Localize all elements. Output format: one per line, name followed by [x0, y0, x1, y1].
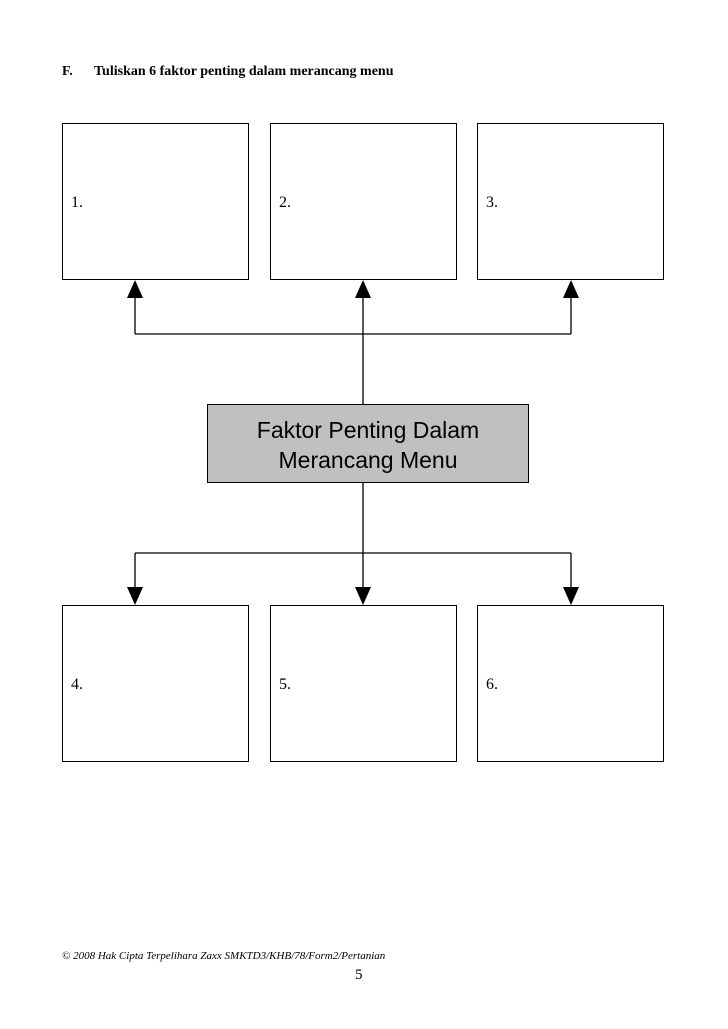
page-number: 5 — [355, 967, 363, 983]
answer-box-label: 1. — [71, 194, 83, 211]
section-heading: F. Tuliskan 6 faktor penting dalam meranc… — [62, 64, 394, 80]
central-topic-line-1: Faktor Penting Dalam — [256, 417, 480, 443]
arrow-up-2 — [355, 280, 371, 298]
answer-box-6: 6. — [477, 605, 664, 762]
central-topic-box: Faktor Penting Dalam Merancang Menu — [207, 404, 529, 483]
section-letter: F. — [62, 64, 73, 79]
arrow-up-3 — [563, 280, 579, 298]
arrow-down-4 — [127, 587, 143, 605]
answer-box-label: 3. — [486, 194, 498, 211]
answer-box-label: 6. — [486, 676, 498, 693]
arrow-down-5 — [355, 587, 371, 605]
arrow-up-1 — [127, 280, 143, 298]
answer-box-4: 4. — [62, 605, 249, 762]
arrow-down-6 — [563, 587, 579, 605]
answer-box-1: 1. — [62, 123, 249, 280]
answer-box-label: 5. — [279, 676, 291, 693]
answer-box-5: 5. — [270, 605, 457, 762]
answer-box-3: 3. — [477, 123, 664, 280]
answer-box-label: 2. — [279, 194, 291, 211]
central-topic-line-2: Merancang Menu — [278, 447, 458, 473]
answer-box-label: 4. — [71, 676, 83, 693]
answer-box-2: 2. — [270, 123, 457, 280]
copyright-footer: © 2008 Hak Cipta Terpelihara Zaxx SMKTD3… — [62, 950, 386, 962]
section-instruction: Tuliskan 6 faktor penting dalam merancan… — [94, 64, 394, 79]
